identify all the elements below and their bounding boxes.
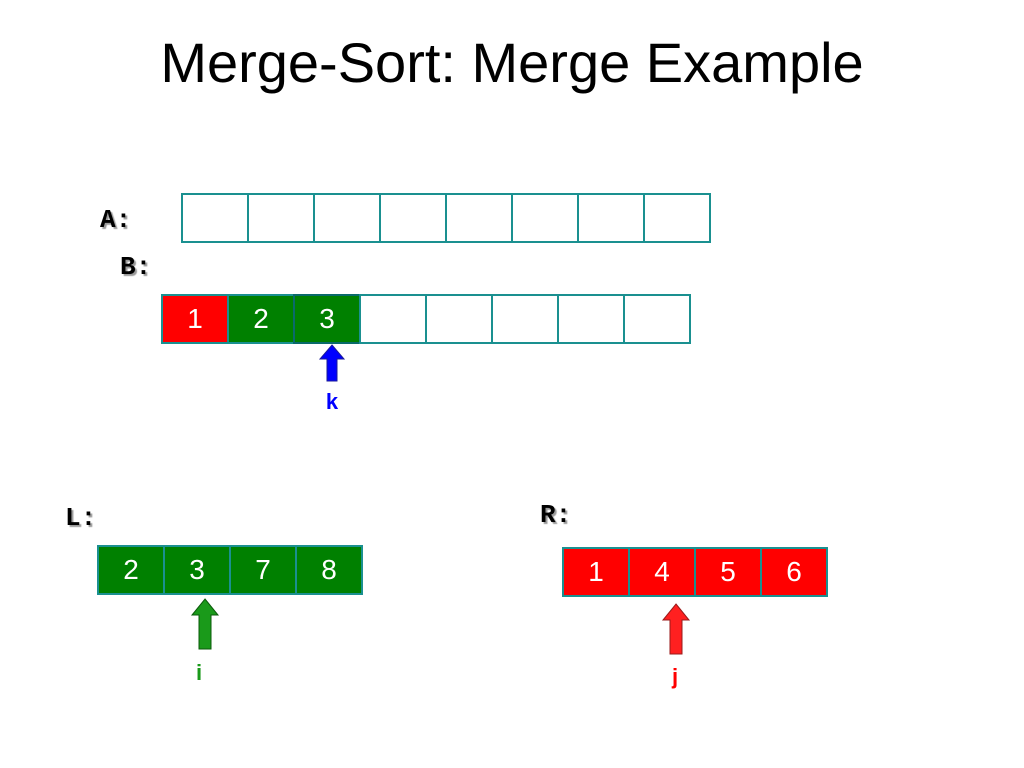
pointer-j-arrow-icon — [661, 603, 691, 655]
array-a-cell — [445, 193, 513, 243]
array-a-cell — [247, 193, 315, 243]
array-r-cell: 5 — [694, 547, 762, 597]
pointer-k-label: k — [325, 389, 339, 414]
array-b-cell: 1 — [161, 294, 229, 344]
pointer-j-label: j — [671, 664, 679, 689]
array-b-cell — [359, 294, 427, 344]
array-r-cell: 4 — [628, 547, 696, 597]
array-a-cell — [577, 193, 645, 243]
array-a-cell — [313, 193, 381, 243]
page-title: Merge-Sort: Merge Example — [160, 31, 864, 94]
array-r-cell: 1 — [562, 547, 630, 597]
pointer-i-arrow-shape — [190, 598, 220, 650]
array-b-cell — [425, 294, 493, 344]
array-a — [181, 193, 711, 243]
pointer-k-arrow-icon — [318, 344, 346, 382]
pointer-i-label: i — [195, 660, 203, 685]
array-a-cell — [511, 193, 579, 243]
array-r-cell: 6 — [760, 547, 828, 597]
array-a-cell — [181, 193, 249, 243]
array-a-cell — [379, 193, 447, 243]
array-r-label: R: — [540, 500, 572, 530]
array-l-label: L: — [65, 503, 97, 533]
array-a-label: A: — [100, 205, 132, 235]
array-l-cell: 7 — [229, 545, 297, 595]
array-b-label: B: — [120, 252, 152, 282]
array-l-cell: 3 — [163, 545, 231, 595]
array-b-cell — [491, 294, 559, 344]
array-b-cell — [557, 294, 625, 344]
pointer-j-arrow-shape — [661, 603, 691, 655]
array-b-cell — [623, 294, 691, 344]
array-a-cell — [643, 193, 711, 243]
array-l-cell: 2 — [97, 545, 165, 595]
array-b-cell: 3 — [293, 294, 361, 344]
array-b-cell: 2 — [227, 294, 295, 344]
pointer-k-arrow-shape — [318, 344, 346, 382]
pointer-i-arrow-icon — [190, 598, 220, 650]
array-l-cell: 8 — [295, 545, 363, 595]
